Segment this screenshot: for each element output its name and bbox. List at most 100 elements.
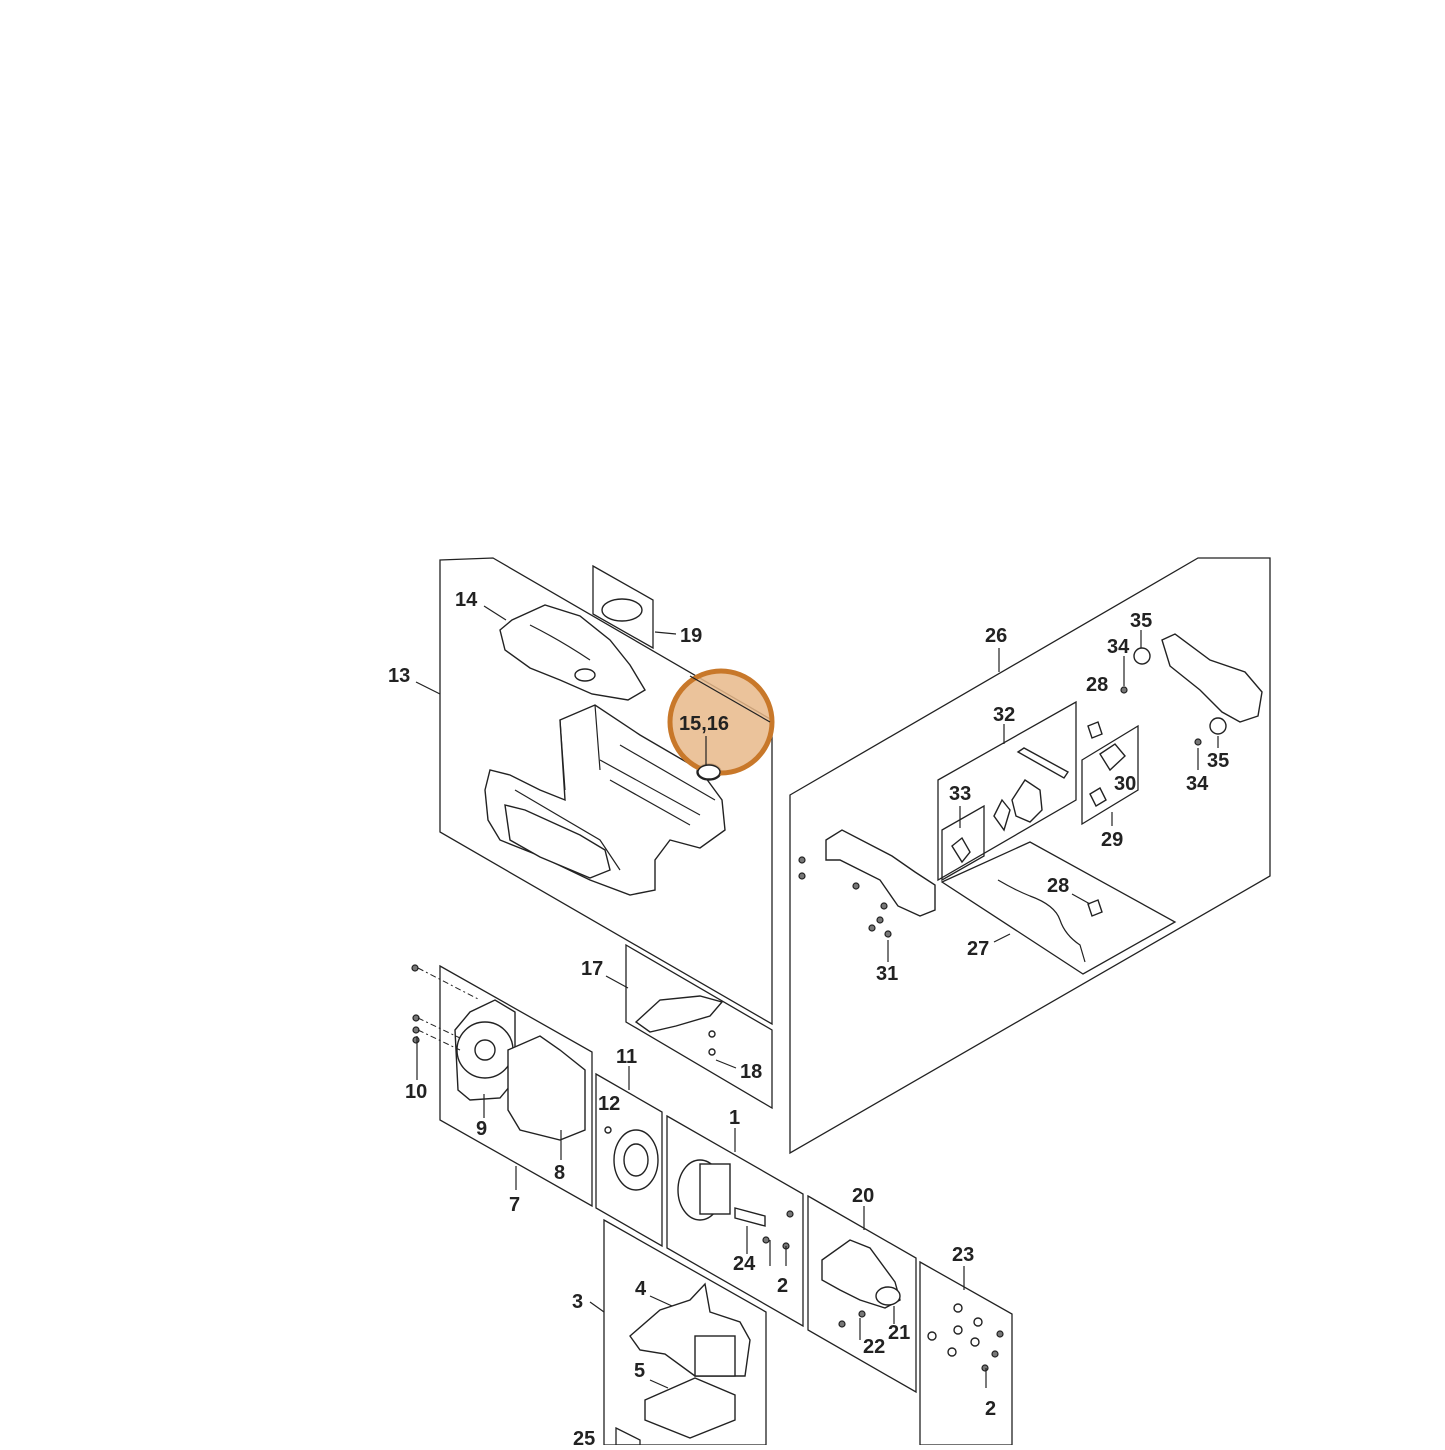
group-7-frame [439,964,593,1208]
part-31-screw-d [880,902,888,910]
part-26-rear-handle [1161,633,1263,723]
callout-labels: 13 14 19 15,16 26 35 34 28 32 35 34 30 3… [388,589,1229,1450]
group-27-frame [940,841,1177,975]
part-9-fan-hub [474,1039,496,1061]
callout-3[interactable]: 3 [572,1291,583,1313]
callout-12[interactable]: 12 [598,1093,620,1115]
part-2-screw-e [991,1350,999,1358]
part-24-shaft [734,1207,766,1227]
callout-29[interactable]: 29 [1101,829,1123,851]
callout-7[interactable]: 7 [509,1194,520,1216]
callout-35b[interactable]: 35 [1207,750,1229,772]
part-34-screw-a [1120,686,1128,694]
callout-1[interactable]: 1 [729,1107,740,1129]
part-31-screw-g [884,930,892,938]
part-31-screw-f [868,924,876,932]
part-29-switch-base [1089,787,1107,807]
part-18-screw-a [708,1030,716,1038]
part-32-trigger-rod [1016,747,1070,779]
part-17-piece [634,995,724,1033]
part-31-screw-b [798,872,806,880]
callout-15-16[interactable]: 15,16 [679,713,729,735]
part-31-screw-a [798,856,806,864]
part-32-spring [993,798,1011,832]
leader-lines [415,605,1219,1389]
part-34-screw-b [1194,738,1202,746]
part-4-module [694,1335,736,1377]
callout-20[interactable]: 20 [852,1185,874,1207]
group-25-frame [615,1426,641,1446]
highlight-marker [667,668,775,776]
callout-2a[interactable]: 2 [777,1275,788,1297]
part-21-bearing [875,1286,901,1306]
group-1-frame [666,1114,804,1328]
part-10-screw-top [411,964,419,972]
callout-23[interactable]: 23 [952,1244,974,1266]
callout-5[interactable]: 5 [634,1360,645,1382]
part-1-motor-body [699,1163,731,1215]
callout-21[interactable]: 21 [888,1322,910,1344]
group-20-frame [807,1194,917,1394]
callout-10[interactable]: 10 [405,1081,427,1103]
callout-31[interactable]: 31 [876,963,898,985]
group-32-frame [937,700,1077,882]
group-13-frame [439,557,773,1026]
callout-32[interactable]: 32 [993,704,1015,726]
callout-18[interactable]: 18 [740,1061,762,1083]
part-5-cover [644,1377,736,1439]
part-22-screw-b [858,1310,866,1318]
callout-22[interactable]: 22 [863,1336,885,1358]
part-33-switch-spring [951,836,971,864]
callout-35a[interactable]: 35 [1130,610,1152,632]
callout-4[interactable]: 4 [635,1278,647,1300]
callout-9[interactable]: 9 [476,1118,487,1140]
callout-27[interactable]: 27 [967,938,989,960]
callout-19[interactable]: 19 [680,625,702,647]
part-28-clip-b [1087,899,1103,917]
part-15-16-clip-highlighted [697,764,721,780]
callout-11[interactable]: 11 [616,1046,637,1068]
part-2-screw-b [762,1236,770,1244]
callout-25[interactable]: 25 [573,1428,595,1450]
callout-2b[interactable]: 2 [985,1398,996,1420]
part-28-clip-a [1087,721,1103,739]
part-10-screw-c [412,1036,420,1044]
part-2-screw-a [786,1210,794,1218]
part-32-trigger [1011,779,1043,823]
callout-34a[interactable]: 34 [1107,636,1130,658]
group-33-frame [941,804,985,882]
callout-28b[interactable]: 28 [1047,875,1069,897]
group-11-frame [595,1072,663,1248]
group-17-frame [625,943,773,1110]
callout-30[interactable]: 30 [1114,773,1136,795]
part-14-boss [574,668,596,682]
part-31-screw-c [852,882,860,890]
part-27-cable [997,879,1086,963]
callout-28a[interactable]: 28 [1086,674,1108,696]
callout-13[interactable]: 13 [388,665,410,687]
part-12-washer [604,1126,612,1134]
callout-14[interactable]: 14 [455,589,478,611]
callout-33[interactable]: 33 [949,783,971,805]
callout-24[interactable]: 24 [733,1253,756,1275]
part-18-screw-b [708,1048,716,1056]
callout-34b[interactable]: 34 [1186,773,1209,795]
callout-17[interactable]: 17 [581,958,603,980]
part-11-pulley-hub [623,1143,649,1177]
part-23-nut-c [927,1331,937,1341]
group-26-frame [789,557,1271,1155]
part-2-screw-d [996,1330,1004,1338]
part-23-nut-b [973,1317,983,1327]
part-23-nut-f [947,1347,957,1357]
part-13-side-window [504,804,611,879]
part-31-screw-e [876,916,884,924]
part-26-handle-tube [825,829,936,917]
part-35-grommet-b [1209,717,1227,735]
group-19-frame [592,564,654,650]
part-35-grommet-a [1133,647,1151,665]
callout-8[interactable]: 8 [554,1162,565,1184]
group-29-30-frame [1081,724,1139,826]
callout-26[interactable]: 26 [985,625,1007,647]
